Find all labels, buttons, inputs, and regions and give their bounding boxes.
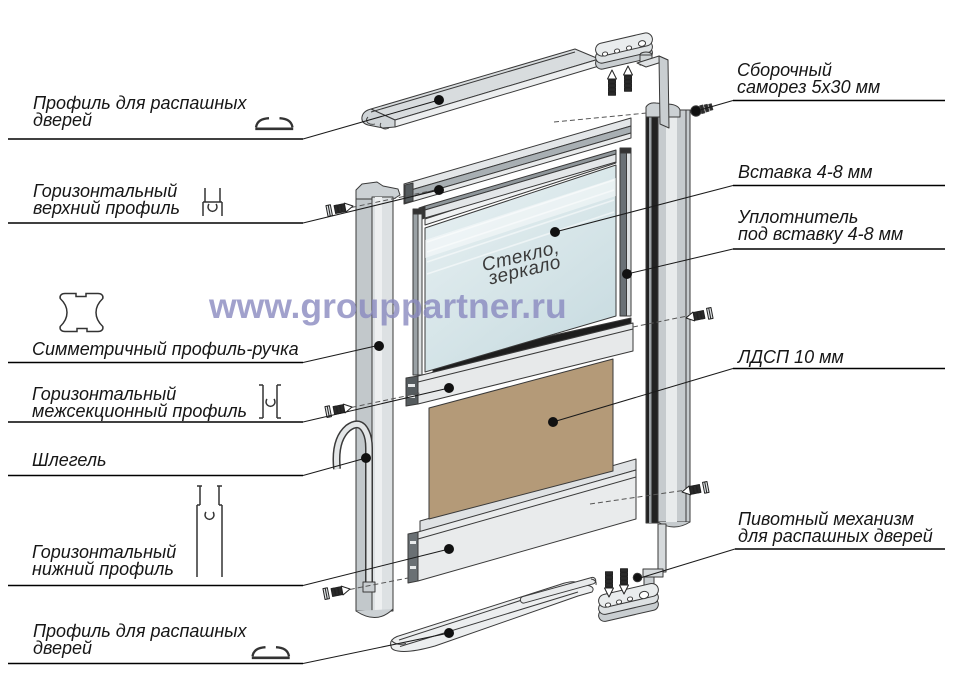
svg-text:Горизонтальный: Горизонтальный: [32, 542, 176, 562]
svg-text:ЛДСП 10 мм: ЛДСП 10 мм: [737, 347, 844, 367]
svg-text:межсекционный профиль: межсекционный профиль: [32, 401, 247, 421]
svg-text:Уплотнитель: Уплотнитель: [737, 207, 858, 227]
svg-text:Симметричный профиль-ручка: Симметричный профиль-ручка: [32, 339, 299, 359]
svg-text:Шлегель: Шлегель: [32, 450, 106, 470]
svg-text:нижний профиль: нижний профиль: [32, 559, 174, 579]
svg-text:Вставка 4-8 мм: Вставка 4-8 мм: [738, 162, 872, 182]
svg-text:Профиль для распашных: Профиль для распашных: [33, 93, 247, 113]
svg-text:верхний профиль: верхний профиль: [33, 198, 180, 218]
svg-text:Профиль для распашных: Профиль для распашных: [33, 621, 247, 641]
svg-text:для распашных дверей: для распашных дверей: [738, 526, 933, 546]
svg-text:дверей: дверей: [33, 110, 92, 130]
svg-text:Пивотный механизм: Пивотный механизм: [738, 509, 914, 529]
svg-text:дверей: дверей: [33, 638, 92, 658]
svg-text:Горизонтальный: Горизонтальный: [32, 384, 176, 404]
svg-text:Сборочный: Сборочный: [737, 60, 832, 80]
svg-text:www.grouppartner.ru: www.grouppartner.ru: [208, 286, 567, 326]
svg-text:саморез 5х30 мм: саморез 5х30 мм: [737, 77, 880, 97]
svg-text:Горизонтальный: Горизонтальный: [33, 181, 177, 201]
svg-text:под вставку 4-8 мм: под вставку 4-8 мм: [738, 224, 903, 244]
